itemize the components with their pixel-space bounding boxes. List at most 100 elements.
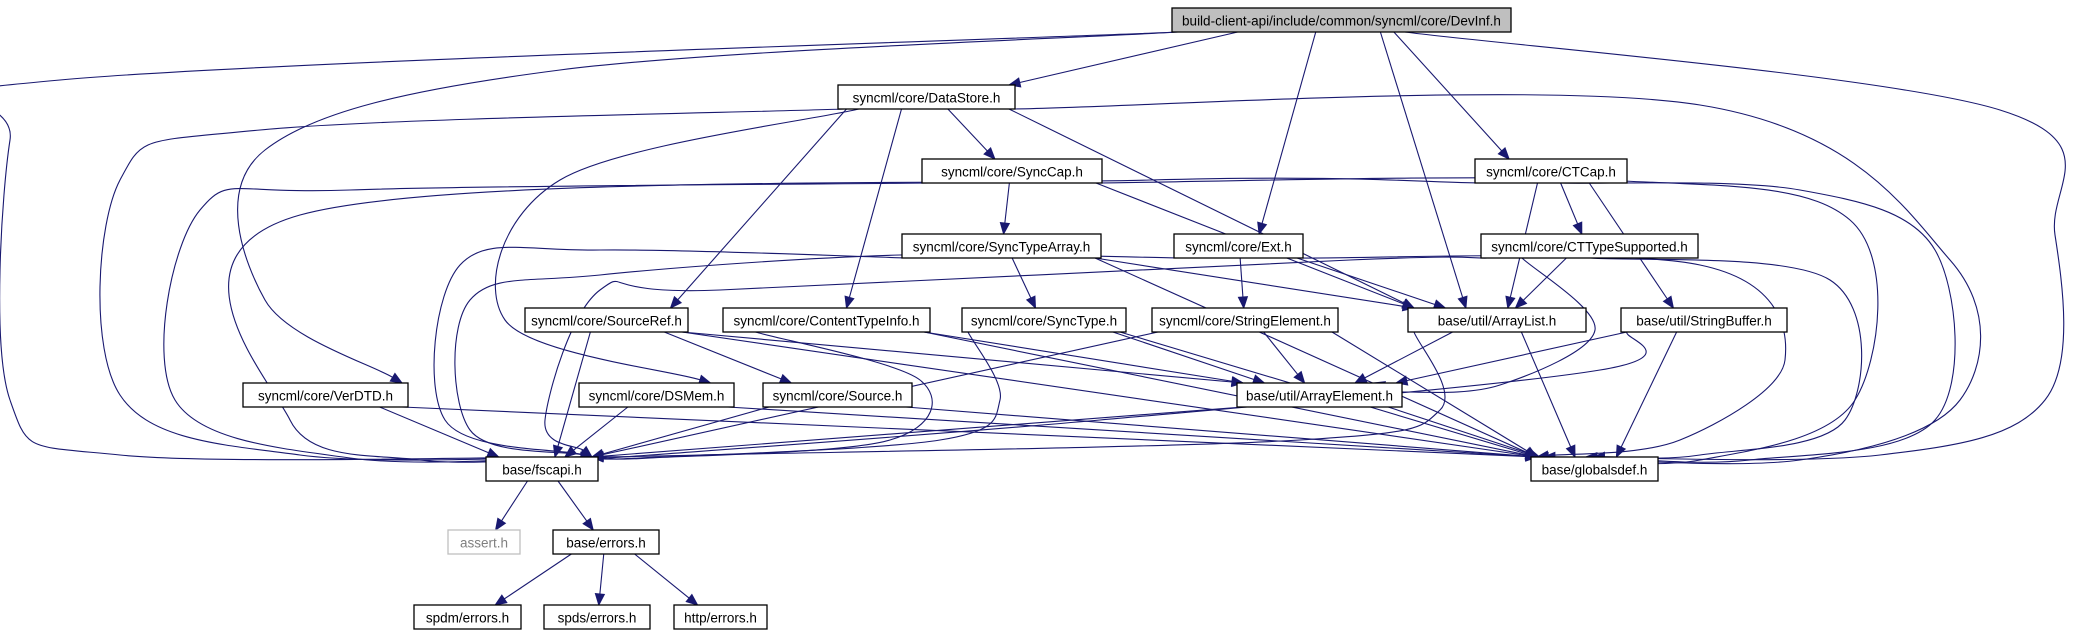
node-label: syncml/core/DataStore.h [853, 91, 1001, 106]
node-ext[interactable]: syncml/core/Ext.h [1173, 233, 1304, 259]
edge-line [848, 108, 903, 298]
node-label: base/globalsdef.h [1542, 463, 1648, 478]
node-contenttype[interactable]: syncml/core/ContentTypeInfo.h [722, 307, 931, 333]
node-verdtd[interactable]: syncml/core/VerDTD.h [242, 382, 409, 408]
edge-datastore-to-synccap [947, 108, 996, 160]
arrowhead-icon [494, 517, 507, 532]
arrowhead-icon [844, 295, 855, 310]
edge-line [501, 480, 528, 522]
node-box [961, 307, 1127, 333]
edge-synccap-to-synctypearray [999, 182, 1011, 236]
node-label: build-client-api/include/common/syncml/c… [1182, 14, 1501, 29]
edge-line [1331, 331, 1528, 452]
edge-line [1364, 331, 1453, 379]
edge-line [1263, 331, 1299, 375]
edge-line [634, 553, 690, 599]
arrowhead-icon [582, 517, 594, 532]
edge-line [1388, 406, 1530, 455]
edge-datastore-to-arraylist [1008, 108, 1416, 309]
edge-line [504, 553, 572, 600]
node-cttypesupp[interactable]: syncml/core/CTTypeSupported.h [1480, 233, 1699, 259]
node-ctcap[interactable]: syncml/core/CTCap.h [1474, 158, 1628, 184]
node-label: spds/errors.h [558, 611, 637, 626]
edge-line [1008, 94, 1982, 465]
edge-line [1094, 257, 1404, 307]
node-stringelement[interactable]: syncml/core/StringElement.h [1151, 307, 1339, 333]
edge-line [1239, 257, 1244, 298]
node-arraylist[interactable]: base/util/ArrayList.h [1407, 307, 1587, 333]
arrowhead-icon [389, 372, 404, 384]
edge-line [727, 406, 1527, 457]
node-datastore[interactable]: syncml/core/DataStore.h [837, 84, 1016, 110]
edge-line [602, 406, 770, 455]
node-dsmem[interactable]: syncml/core/DSMem.h [578, 382, 735, 408]
edge-line [1393, 31, 1503, 152]
node-box [552, 529, 660, 555]
edge-line [1019, 31, 1238, 84]
node-synccap[interactable]: syncml/core/SyncCap.h [921, 158, 1103, 184]
edge-line [544, 256, 1488, 451]
arrowhead-icon [983, 147, 996, 160]
edge-line [597, 331, 1647, 459]
edge-line [681, 331, 1233, 383]
edge-errors-to-spds [594, 553, 606, 607]
edge-line [681, 331, 1527, 456]
edge-line [1590, 257, 1863, 459]
edge-line [923, 331, 1233, 382]
edge-devinf-to-arraylist [1379, 31, 1468, 310]
node-label: syncml/core/SyncCap.h [941, 165, 1083, 180]
edge-fscapi-to-assert [494, 480, 528, 532]
node-label: base/fscapi.h [502, 463, 582, 478]
node-spdm[interactable]: spdm/errors.h [413, 604, 522, 630]
node-spds[interactable]: spds/errors.h [543, 604, 651, 630]
edge-line [379, 406, 489, 454]
node-sourceref[interactable]: syncml/core/SourceRef.h [524, 307, 689, 333]
edge-line [1008, 108, 1405, 304]
edge-datastore-to-contenttype [844, 108, 903, 310]
node-box [242, 382, 409, 408]
edge-line [433, 246, 909, 455]
edge-ext-to-stringelement [1237, 257, 1249, 310]
arrowhead-icon [999, 221, 1011, 236]
node-label: assert.h [460, 536, 508, 551]
node-label: syncml/core/SyncType.h [971, 314, 1117, 329]
arrowhead-icon [778, 373, 793, 384]
edge-datastore-to-dsmem [494, 108, 860, 385]
node-synctype[interactable]: syncml/core/SyncType.h [961, 307, 1127, 333]
node-fscapi[interactable]: base/fscapi.h [485, 456, 599, 482]
edge-datastore-to-sourceref [669, 108, 847, 309]
edge-arraylist-to-globalsdef [1520, 331, 1576, 459]
node-label: syncml/core/VerDTD.h [258, 389, 393, 404]
node-source[interactable]: syncml/core/Source.h [762, 382, 913, 408]
edge-line [401, 406, 1527, 458]
arrowhead-icon [1565, 444, 1576, 459]
node-devinf[interactable]: build-client-api/include/common/syncml/c… [1171, 7, 1512, 33]
node-box [1530, 456, 1659, 482]
arrowhead-icon [1514, 296, 1528, 309]
node-box [485, 456, 599, 482]
node-box [762, 382, 913, 408]
node-arrayelement[interactable]: base/util/ArrayElement.h [1236, 382, 1403, 408]
edge-line [1560, 182, 1579, 225]
edge-line [1520, 331, 1572, 448]
edge-line [1011, 257, 1032, 299]
edge-line [664, 331, 782, 380]
edge-arrayelement-to-globalsdef [1388, 406, 1541, 459]
node-stringbuffer[interactable]: base/util/StringBuffer.h [1620, 307, 1788, 333]
node-box [1151, 307, 1339, 333]
node-errors[interactable]: base/errors.h [552, 529, 660, 555]
edge-synctypearray-to-synctype [1011, 257, 1037, 310]
node-box [1480, 233, 1699, 259]
node-http[interactable]: http/errors.h [673, 604, 768, 630]
edge-line [573, 406, 629, 451]
arrowhead-icon [552, 444, 564, 459]
node-label: syncml/core/SyncTypeArray.h [913, 240, 1091, 255]
arrowhead-icon [1025, 295, 1037, 310]
edge-cttypesupp-to-arraylist [1514, 257, 1567, 309]
edge-synctypearray-to-fscapi [433, 246, 909, 460]
arrowhead-icon [1257, 221, 1268, 236]
edge-line [677, 108, 847, 301]
node-globalsdef[interactable]: base/globalsdef.h [1530, 456, 1659, 482]
node-synctypearray[interactable]: syncml/core/SyncTypeArray.h [901, 233, 1102, 259]
edge-line [905, 406, 1527, 457]
